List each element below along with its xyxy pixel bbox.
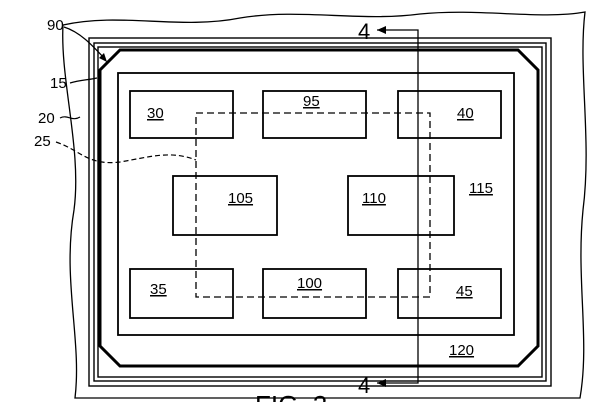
block-top-right xyxy=(397,90,502,139)
section-marker-bottom: 4 xyxy=(358,373,370,398)
substrate-outline xyxy=(62,11,587,399)
housing-inner-rect xyxy=(97,46,543,378)
label-block-top-center: 95 xyxy=(303,93,320,110)
section-marker-top: 4 xyxy=(358,19,370,44)
section-line xyxy=(377,29,419,384)
leader-line-outer-frame xyxy=(63,26,105,59)
label-block-top-left: 30 xyxy=(147,105,164,122)
dashed-region xyxy=(195,112,431,298)
label-block-mid-left: 105 xyxy=(228,190,253,207)
leader-arrow-outer-frame xyxy=(99,53,107,62)
housing-middle-rect xyxy=(93,42,547,382)
leader-line-region xyxy=(55,141,197,164)
figure-title: FIG. 2 xyxy=(255,390,327,402)
label-block-bottom-right: 45 xyxy=(456,283,473,300)
block-top-left xyxy=(129,90,234,139)
inner-panel xyxy=(117,72,515,336)
label-block-top-right: 40 xyxy=(457,105,474,122)
label-block-bottom-center: 100 xyxy=(297,275,322,292)
label-outer-frame: 90 xyxy=(47,17,64,34)
label-block-bottom-left: 35 xyxy=(150,281,167,298)
section-arrow-top xyxy=(377,26,386,34)
label-frame-bottom: 120 xyxy=(449,342,474,359)
label-region: 25 xyxy=(34,133,51,150)
leader-line-substrate xyxy=(59,116,81,120)
leader-line-housing xyxy=(69,77,98,84)
block-mid-right xyxy=(347,175,455,236)
block-bottom-center xyxy=(262,268,367,319)
housing-outer-rect xyxy=(88,37,552,387)
block-mid-left xyxy=(172,175,278,236)
block-bottom-left xyxy=(129,268,234,319)
label-substrate: 20 xyxy=(38,110,55,127)
label-housing: 15 xyxy=(50,75,67,92)
block-bottom-right xyxy=(397,268,502,319)
label-inner-panel: 115 xyxy=(469,180,493,197)
block-top-center xyxy=(262,90,367,139)
label-block-mid-right: 110 xyxy=(362,190,386,207)
section-arrow-bottom xyxy=(377,379,386,387)
